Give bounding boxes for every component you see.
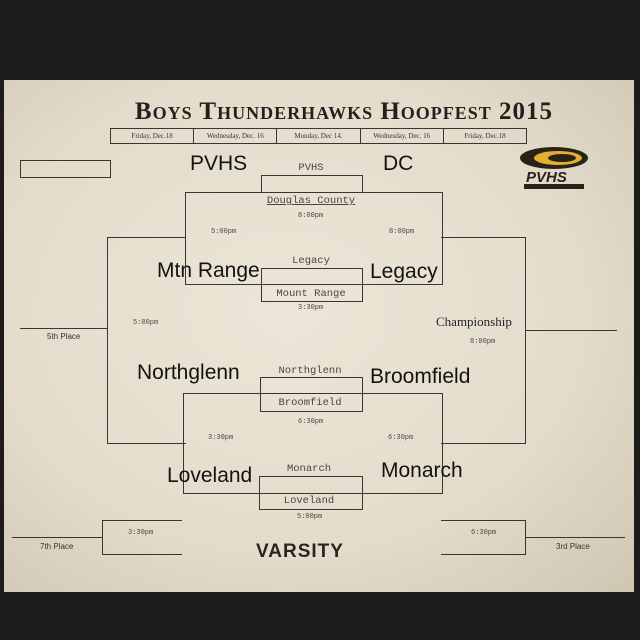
game-time: 8:00pm: [470, 338, 496, 346]
game-team: Loveland: [283, 495, 335, 507]
thunderhawks-logo-icon: PVHS: [518, 146, 590, 192]
team-label: Legacy: [370, 260, 438, 283]
page-title: Boys Thunderhawks Hoopfest 2015: [134, 98, 554, 125]
game-time: 5:00pm: [133, 319, 159, 327]
team-label: PVHS: [190, 152, 248, 175]
bracket-line: [525, 330, 617, 331]
game-time: 3:30pm: [208, 434, 234, 442]
date-cell: Wednesday, Dec. 16: [194, 129, 278, 143]
team-label: Loveland: [167, 464, 253, 487]
svg-text:PVHS: PVHS: [526, 169, 567, 186]
date-row: Friday, Dec.18 Wednesday, Dec. 16 Monday…: [110, 128, 527, 144]
game-time: 5:00pm: [211, 228, 237, 236]
game-team: PVHS: [298, 162, 324, 174]
bracket-line: [261, 175, 363, 193]
date-cell: Friday, Dec.18: [111, 129, 195, 143]
bracket-line: [20, 328, 107, 329]
bracket-line: [107, 237, 186, 444]
game-team: Broomfield: [278, 397, 342, 409]
bracket-line: [183, 393, 443, 494]
game-team: Mount Range: [276, 288, 346, 300]
bracket-line: [261, 268, 363, 302]
bracket-line: [525, 537, 625, 538]
game-time: 5:00pm: [297, 513, 323, 521]
team-label: DC: [383, 152, 414, 175]
bracket-line: [441, 520, 526, 555]
bracket-line: [259, 476, 363, 510]
placement-label: 3rd Place: [556, 542, 590, 551]
team-label: Broomfield: [370, 365, 471, 388]
date-cell: Friday, Dec.18: [464, 132, 506, 140]
bracket-line: [185, 192, 443, 285]
date-cell: Monday, Dec 14.: [277, 129, 361, 143]
team-label: Mtn Range: [157, 259, 260, 282]
game-time: 6:30pm: [471, 529, 497, 537]
bracket-line: [441, 237, 526, 444]
division-label: VARSITY: [256, 541, 344, 562]
game-team: Monarch: [286, 463, 332, 475]
team-label: Monarch: [381, 459, 463, 482]
team-label: Northglenn: [137, 361, 240, 384]
game-time: 3:30pm: [128, 529, 154, 537]
game-time: 3:30pm: [298, 304, 324, 312]
game-time: 8:00pm: [389, 228, 415, 236]
game-time: 6:30pm: [388, 434, 414, 442]
game-team: Northglenn: [278, 365, 342, 377]
championship-label: Championship: [436, 314, 512, 329]
game-time: 6:30pm: [298, 418, 324, 426]
game-time: 8:00pm: [298, 212, 324, 220]
game-team: Douglas County: [266, 195, 356, 207]
empty-box: [20, 160, 111, 178]
date-cell: Wednesday, Dec. 16: [361, 129, 444, 143]
bracket-line: [12, 537, 102, 538]
placement-label: 7th Place: [40, 542, 74, 551]
placement-label: 5th Place: [47, 332, 81, 341]
game-team: Legacy: [292, 255, 330, 267]
bracket-line: [260, 377, 363, 412]
bracket-line: [102, 520, 182, 555]
